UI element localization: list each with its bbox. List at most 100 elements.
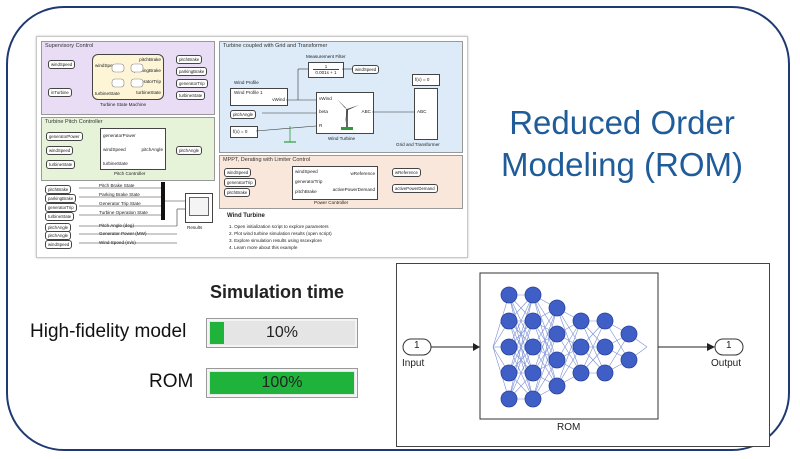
rom-label: ROM xyxy=(149,371,194,392)
tag-pc-pitchangle: pitchAngle xyxy=(176,146,203,155)
rom-progress-bar: 100% xyxy=(206,368,358,398)
nn-node xyxy=(572,364,590,382)
state-machine-label: Turbine State Machine xyxy=(100,102,147,107)
info-item-2[interactable]: 2. Plot wind turbine simulation results … xyxy=(229,231,332,236)
nn-node xyxy=(500,364,518,382)
hifi-progress-fill xyxy=(210,322,225,344)
input-arrow-icon xyxy=(473,343,480,351)
wt-port-abc: ABC xyxy=(361,109,371,114)
nn-node xyxy=(548,299,566,317)
pc-port-windspeed: windSpeed xyxy=(103,147,126,152)
nn-node xyxy=(500,390,518,408)
hifi-progress-text: 10% xyxy=(265,324,299,341)
measurement-filter-block[interactable]: 1 0.001s + 1 xyxy=(308,62,344,78)
output-port[interactable] xyxy=(714,338,744,356)
res-tag-1: parkingBrake xyxy=(45,194,77,203)
sm-port-parkingbrake: parkingBrake xyxy=(133,68,161,73)
rom-progress-text: 100% xyxy=(261,374,303,391)
nn-node xyxy=(572,312,590,330)
filter-numerator: 1 xyxy=(313,64,339,70)
wind-turbine-block[interactable]: vWind beta R ABC xyxy=(316,92,374,134)
rom-progress-fill xyxy=(210,372,354,394)
wind-profile-block[interactable]: Wind Profile 1 vWind xyxy=(230,88,288,106)
grid-abc: ABC xyxy=(417,109,427,114)
tag-wt-pitchangle: pitchAngle xyxy=(230,110,257,119)
info-item-4[interactable]: 4. Learn more about this example xyxy=(229,245,298,250)
simulation-time-heading: Simulation time xyxy=(210,282,345,302)
wt-port-vwind: vWind xyxy=(319,96,332,101)
pitch-controller-block[interactable]: generatorPower windSpeed turbineState pi… xyxy=(100,128,166,170)
area-turbine-title: Turbine coupled with Grid and Transforme… xyxy=(223,43,328,49)
res-label-6: Wind Speed (m/s) xyxy=(99,240,136,245)
area-mppt: MPPT, Derating with Limiter Control wind… xyxy=(219,155,463,209)
output-label: Output xyxy=(711,358,742,369)
area-supervisory-title: Supervisory Control xyxy=(45,43,94,49)
measurement-filter-label: Measurement Filter xyxy=(306,54,346,59)
res-tag-5: pitchAngle xyxy=(45,231,72,240)
res-label-5: Generator Power (MW) xyxy=(99,231,147,236)
nn-node xyxy=(500,286,518,304)
nn-edge xyxy=(508,294,534,400)
nn-node xyxy=(500,338,518,356)
state-machine-block[interactable]: windSpeed turbineState pitchBrake parkin… xyxy=(92,54,164,100)
tag-filter-windspeed: windSpeed xyxy=(352,65,380,74)
nn-edge xyxy=(532,307,558,374)
tag-generatorpower: generatorPower xyxy=(46,132,83,141)
pc-port-turbinestate: turbineState xyxy=(103,161,128,166)
area-mppt-title: MPPT, Derating with Limiter Control xyxy=(223,157,311,163)
nn-edge xyxy=(532,333,558,400)
pc-port-generatorpower: generatorPower xyxy=(103,133,136,138)
tag-generatortrip: generatorTrip xyxy=(176,79,208,88)
nn-edge xyxy=(556,320,582,387)
nn-edge xyxy=(508,346,534,400)
wind-profile-label: Wind Profile xyxy=(234,80,259,85)
tag-parkingbrake: parkingBrake xyxy=(176,67,208,76)
simulink-model: Supervisory Control windSpeed inTurbine … xyxy=(36,36,468,258)
nn-edge xyxy=(580,320,606,374)
turbine-wiring xyxy=(255,68,414,143)
nn-node xyxy=(596,364,614,382)
nn-node xyxy=(524,286,542,304)
res-label-4: Pitch Angle (deg) xyxy=(99,223,134,228)
wind-turbine-icon xyxy=(337,99,359,130)
nn-node xyxy=(524,338,542,356)
results-wiring xyxy=(79,182,185,244)
fx2-block[interactable]: f(x) = 0 xyxy=(412,74,440,86)
area-supervisory: Supervisory Control windSpeed inTurbine … xyxy=(41,41,215,115)
nn-node xyxy=(524,364,542,382)
results-scope-block[interactable] xyxy=(185,193,213,223)
power-controller-label: Power Controller xyxy=(314,200,349,205)
sm-port-pitchbrake: pitchBrake xyxy=(139,57,161,62)
tag-mppt-windspeed: windSpeed xyxy=(224,168,252,177)
area-turbine-grid: Turbine coupled with Grid and Transforme… xyxy=(219,41,463,153)
rom-diagram: 1 Input 1 Output ROM xyxy=(396,263,770,447)
title-line-1: Reduced Order xyxy=(509,104,735,141)
nn-edge xyxy=(508,294,534,348)
fx2-text: f(x) = 0 xyxy=(415,77,430,82)
sm-port-turbinestate: turbineState xyxy=(95,91,120,96)
grid-label: Grid and Transformer xyxy=(396,142,440,147)
fx-block[interactable]: f(x) = 0 xyxy=(230,126,258,138)
page-title: Reduced Order Modeling (ROM) xyxy=(478,102,766,186)
filter-denominator: 0.001s + 1 xyxy=(315,70,337,75)
res-tag-6: windSpeed xyxy=(45,240,73,249)
tag-wreference: wReference xyxy=(392,168,421,177)
wind-profile-1-label: Wind Profile 1 xyxy=(234,90,263,95)
nn-edge xyxy=(508,320,534,400)
sm-port-inturbine: turbineState xyxy=(136,90,161,95)
title-line-2: Modeling (ROM) xyxy=(500,146,744,183)
res-label-3: Turbine Operation State xyxy=(99,210,148,215)
mppt-out-wreference: wReference xyxy=(350,171,375,176)
rom-diagram-svg xyxy=(402,272,744,420)
results-label: Results xyxy=(187,225,203,230)
nn-node xyxy=(572,338,590,356)
res-tag-3: turbineState xyxy=(45,212,75,221)
power-controller-block[interactable]: windSpeed generatorTrip pitchBrake wRefe… xyxy=(292,166,378,200)
sm-port-generatortrip: generatorTrip xyxy=(133,79,161,84)
res-label-1: Parking Brake State xyxy=(99,192,140,197)
grid-block[interactable]: ABC xyxy=(414,88,438,140)
info-item-1[interactable]: 1. Open initialization script to explore… xyxy=(229,224,329,229)
info-item-3[interactable]: 3. Explore simulation results using ssce… xyxy=(229,238,322,243)
tag-activepowerdemand: activePowerDemand xyxy=(392,184,438,193)
fx-text: f(x) = 0 xyxy=(233,129,248,134)
